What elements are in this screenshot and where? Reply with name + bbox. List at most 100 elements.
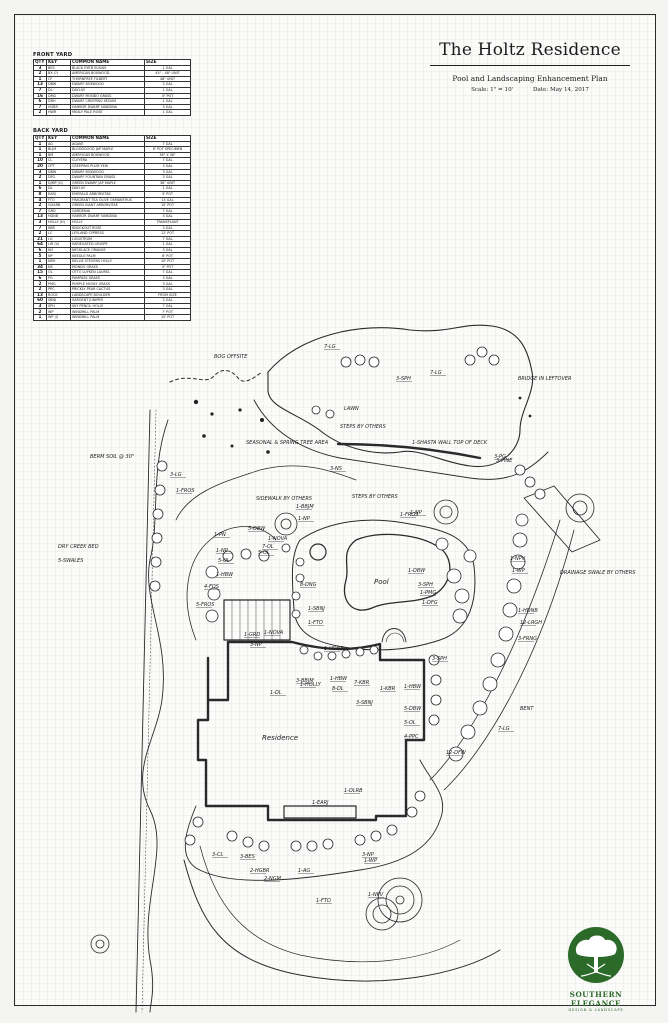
plant-tag: 5-FROS [196, 602, 215, 608]
bed-boundary-upper [253, 399, 549, 480]
note-drainage: DRAINAGE SWALE BY OTHERS [560, 570, 636, 576]
legend-header-size: SIZE [144, 59, 191, 66]
plan-scale: Scale: 1" = 10' [471, 87, 514, 93]
plant-tag: 5-DBW [248, 526, 266, 532]
plant-tag: 3-NP [362, 852, 374, 858]
legend-size: 3 GAL [144, 81, 191, 88]
steps-arc [381, 628, 407, 643]
note-dry-creek: DRY CREEK BED [58, 544, 99, 550]
plant-tag: 1-PN [214, 532, 226, 538]
legend-size: 3 GAL [144, 274, 191, 282]
plant-tag: 1-NPV [510, 556, 526, 562]
plant-tag: 3-NP [250, 642, 262, 648]
left-bed [175, 465, 357, 521]
legend-size: 7' POT [144, 308, 191, 315]
driveway-edge [183, 859, 501, 982]
right-drive-edge [429, 519, 561, 781]
legend-size: 3 GAL [144, 103, 191, 111]
plant-tag: 1-HBW [404, 684, 422, 690]
plant-tag: 7-LG [430, 370, 442, 376]
note-sidewalk: SIDEWALK BY OTHERS [256, 496, 313, 502]
plant-tags: 7-LG3-SPH7-LG3-NS3-LG3-PG1-FROS1-BBJM1-N… [170, 344, 542, 904]
legend-size: 1 GAL [144, 109, 191, 116]
spa [309, 543, 327, 561]
note-bridge: BRIDGE IN LEFTOVER [518, 376, 572, 382]
plant-tag: 3-BBJM [296, 678, 314, 684]
plant-tag: 1-DBW [408, 568, 426, 574]
plant-tag: 3-CL [212, 852, 223, 858]
boulder-dots [193, 396, 532, 454]
legend-size: 3 GAL [144, 280, 191, 287]
plant-tag: 1-SBNJ [308, 606, 325, 612]
front-yard-heading: FRONT YARD [33, 52, 73, 58]
note-swales: 5-SWALES [58, 558, 84, 564]
note-steps: STEPS BY OTHERS [340, 424, 387, 430]
plant-tag: 1-NOVA [264, 630, 284, 636]
legend-size: 48" UNIT [144, 75, 191, 83]
note-steps-2: STEPS BY OTHERS [352, 494, 399, 500]
plant-tag: 3-SPH [432, 656, 447, 662]
bog-boundary [169, 370, 263, 383]
plant-tag: 3-LG [170, 472, 182, 478]
plant-tag: 1-HOLLY [300, 682, 322, 688]
plant-tag: 1-DL [270, 690, 282, 696]
note-bog: BOG OFFSITE [214, 354, 248, 360]
plant-tag: 1-DFG [422, 600, 438, 606]
plant-tag: 1-FTO [308, 620, 323, 626]
right-drive-edge-2 [443, 529, 575, 791]
pool-label: Pool [374, 578, 389, 586]
legend-size: 3 GAL [144, 297, 191, 304]
plant-tag: 1-NP [410, 510, 422, 516]
plant-tag: 3-FRNG [518, 636, 537, 642]
residence-footprint [196, 640, 426, 822]
back-yard-heading: BACK YARD [33, 128, 68, 134]
plant-tag: 5-OL [258, 550, 270, 556]
left-property-line [135, 409, 151, 1013]
plant-tag: 1-KBR [380, 686, 395, 692]
note-lawn: LAWN [344, 406, 359, 412]
plant-tag: 1-FROS [400, 512, 419, 518]
plant-tag: 3-PG [494, 454, 506, 460]
legend-size: 45" - 48" UNIT [144, 70, 191, 77]
plant-tag: 4-PPC [404, 734, 419, 740]
bridge [523, 485, 601, 553]
plant-tag: 1-WP [512, 568, 525, 574]
plant-tag: 2-NGM [264, 876, 282, 882]
plan-meta: Scale: 1" = 10' Date: May 14, 2017 [430, 87, 630, 93]
logo-tagline: DESIGN & LANDSCAPE [568, 1008, 624, 1012]
note-seasonal: SEASONAL & SPRING TREE AREA [246, 440, 329, 446]
plant-tag: 4-FDS [204, 584, 220, 590]
plant-tag: 5-DBW [404, 706, 422, 712]
left-edge-hatch [141, 409, 157, 1013]
plant-tag: 8-DNG [300, 582, 317, 588]
plant-tag: 1-FROS [176, 488, 195, 494]
plant-tag: 1-DLRB [344, 788, 363, 794]
plant-tag: 1-HBW [216, 572, 234, 578]
company-logo: SOUTHERN ELEGANCE DESIGN & LANDSCAPE [544, 926, 648, 1012]
plant-tag: 12-LRGH [520, 620, 542, 626]
legend-size: FROM SIZE [144, 291, 191, 299]
plant-tag: 7-LG [498, 726, 510, 732]
plan-title: The Holtz Residence [430, 40, 630, 66]
plant-tag: 1-FTO [316, 898, 331, 904]
plant-tag: 7-KBR [354, 680, 369, 686]
residence-label: Residence [262, 734, 298, 742]
